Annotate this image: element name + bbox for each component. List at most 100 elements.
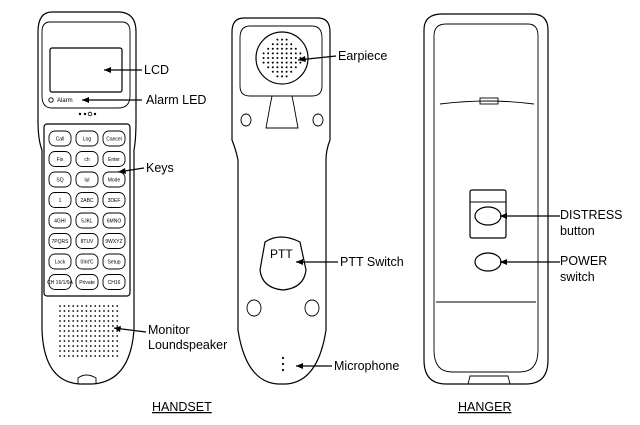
- keypad-key-label: Private: [79, 280, 95, 286]
- keypad-key[interactable]: 8TUV: [75, 233, 99, 249]
- keypad-key[interactable]: Fix: [48, 151, 72, 167]
- alarm-led-label: Alarm LED: [146, 93, 206, 107]
- microphone-holes: [281, 356, 285, 372]
- keypad-key[interactable]: Lock: [48, 253, 72, 270]
- earpiece-holes: [262, 38, 302, 78]
- keypad-key-label: Setup: [107, 260, 120, 266]
- lcd-callout: LCD: [104, 63, 169, 77]
- keypad-key[interactable]: CH 16/1/9A: [47, 274, 74, 290]
- hanger-bottom-notch: [467, 375, 511, 385]
- keypad-key-label: 4GHI: [54, 219, 66, 225]
- distress-button: [474, 206, 502, 226]
- ptt-switch-callout: PTT Switch: [296, 255, 404, 269]
- keypad-key-label: Log: [83, 137, 92, 143]
- earpiece: [255, 31, 309, 85]
- keypad-key-label: Mode: [108, 178, 121, 184]
- handset-top-panel: [41, 21, 131, 109]
- keypad-key-label: Call: [56, 137, 65, 143]
- microphone-callout: Microphone: [296, 359, 399, 373]
- keypad-frame: [43, 123, 131, 297]
- keypad-key-label: 0Int'C: [81, 260, 94, 266]
- keypad-key[interactable]: Call: [48, 130, 72, 147]
- power-switch: [474, 252, 502, 272]
- keypad-key-label: Lock: [55, 260, 66, 266]
- distress-label-1: DISTRESS: [560, 208, 623, 222]
- ptt-switch-label: PTT Switch: [340, 255, 404, 269]
- keypad-key[interactable]: ch: [75, 151, 99, 167]
- keypad-key-label: Cancel: [106, 137, 122, 143]
- keypad-key-label: CH 16/1/9A: [47, 280, 74, 286]
- earpiece-label: Earpiece: [338, 49, 387, 63]
- keypad-key-label: 7PQRS: [52, 239, 70, 245]
- handset-back-drawing: PTT: [231, 17, 331, 385]
- keypad-key-label: CH16: [108, 280, 121, 286]
- handset-caption: HANDSET: [152, 400, 212, 414]
- indicator-dots: [78, 111, 97, 117]
- keypad-key-label: 8TUV: [81, 239, 94, 245]
- keypad-key[interactable]: Log: [75, 130, 99, 147]
- keys-label: Keys: [146, 161, 174, 175]
- hanger-inner-shell: [433, 23, 539, 373]
- keypad-key-label: SQ: [56, 178, 63, 184]
- keypad-key[interactable]: 2ABC: [75, 192, 99, 208]
- keypad-key[interactable]: 0Int'C: [75, 253, 99, 270]
- power-switch-callout: POWER switch: [500, 254, 607, 284]
- keypad-key[interactable]: 3DEF: [102, 192, 126, 208]
- keypad-key[interactable]: Mode: [102, 171, 126, 188]
- keypad-key-label: 3DEF: [108, 198, 121, 204]
- alarm-led-text: Alarm: [57, 98, 73, 104]
- keypad-key[interactable]: Setup: [102, 253, 126, 270]
- keypad-key[interactable]: CH16: [102, 274, 126, 290]
- keypad-key[interactable]: 4GHI: [48, 212, 72, 229]
- power-label-2: switch: [560, 270, 595, 284]
- monitor-label-2: Loundspeaker: [148, 338, 227, 352]
- keypad-key[interactable]: 6MNO: [102, 212, 126, 229]
- hanger-drawing: [423, 13, 549, 385]
- keypad-key-label: 1: [59, 198, 62, 204]
- keypad-key[interactable]: Private: [75, 274, 99, 290]
- screw-hole-upper-right: [312, 113, 324, 127]
- cradle-top-tab: [479, 97, 499, 105]
- hanger-outer-shell: [423, 13, 549, 385]
- screw-hole-upper-left: [240, 113, 252, 127]
- keypad-key[interactable]: 5JKL: [75, 212, 99, 229]
- microphone-label: Microphone: [334, 359, 399, 373]
- keypad-key-label: Fix: [57, 157, 64, 163]
- keypad-key-label: 6MNO: [107, 219, 122, 225]
- lcd-label: LCD: [144, 63, 169, 77]
- keypad-key-label: 2ABC: [80, 198, 93, 204]
- alarm-led-callout: Alarm LED: [82, 93, 206, 107]
- keypad-key-label: lul: [84, 178, 89, 184]
- monitor-callout: Monitor Loundspeaker: [113, 323, 227, 352]
- ptt-button-label: PTT: [270, 247, 293, 261]
- keypad-key[interactable]: Enter: [102, 151, 126, 167]
- keypad-key[interactable]: 7PQRS: [48, 233, 72, 249]
- earpiece-recess: [239, 25, 323, 97]
- screw-hole-lower-left: [246, 299, 262, 317]
- handset-back-body: [231, 17, 331, 385]
- keypad-key-label: 5JKL: [81, 219, 93, 225]
- handset-body: [37, 11, 137, 385]
- keypad-key[interactable]: lul: [75, 171, 99, 188]
- hanger-caption: HANGER: [458, 400, 511, 414]
- screw-hole-lower-right: [304, 299, 320, 317]
- keypad-key[interactable]: Cancel: [102, 130, 126, 147]
- keypad-key-label: ch: [84, 157, 90, 163]
- keypad-key[interactable]: SQ: [48, 171, 72, 188]
- handset-bottom-notch: [77, 374, 97, 384]
- cradle-top-edge: [439, 100, 535, 105]
- monitor-label-1: Monitor: [148, 323, 190, 337]
- keys-callout: Keys: [117, 161, 174, 175]
- distress-button-callout: DISTRESS button: [500, 208, 623, 238]
- speaker-grille: [59, 305, 119, 357]
- hanger-clip-tab: [265, 95, 299, 129]
- keypad-key[interactable]: 1: [48, 192, 72, 208]
- distress-label-2: button: [560, 224, 595, 238]
- keypad-key[interactable]: 9WXYZ: [102, 233, 126, 249]
- power-label-1: POWER: [560, 254, 607, 268]
- alarm-led: [48, 97, 54, 103]
- ptt-switch: [259, 236, 307, 291]
